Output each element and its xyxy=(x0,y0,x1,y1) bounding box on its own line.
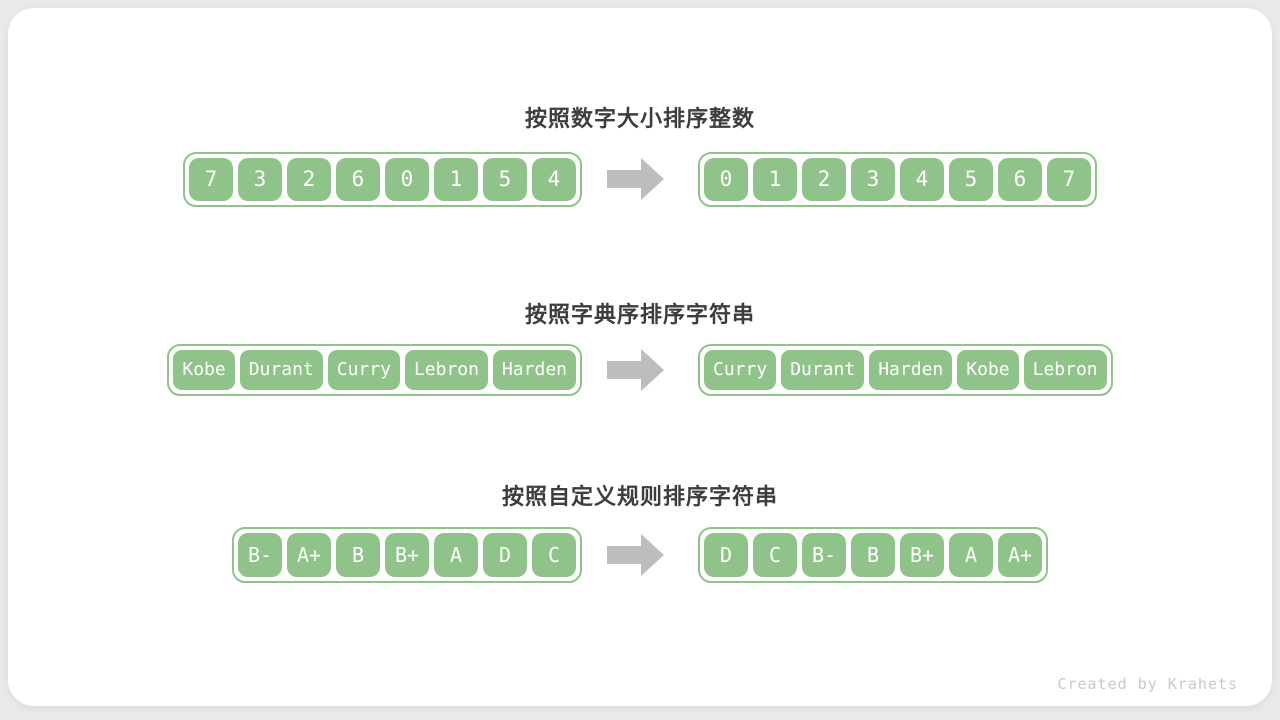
list-item: B xyxy=(851,532,895,577)
unsorted-integer-list: 7 3 2 6 0 1 5 4 xyxy=(183,151,582,207)
list-item: 4 xyxy=(532,157,576,201)
example-row-grades: B- A+ B B+ A D C D C B- B B+ A A+ xyxy=(0,526,1280,583)
list-item: D xyxy=(483,532,527,577)
list-item: Durant xyxy=(781,349,865,390)
sorted-integer-list: 0 1 2 3 4 5 6 7 xyxy=(698,151,1097,207)
section-title-sort-custom-rule: 按照自定义规则排序字符串 xyxy=(501,484,778,509)
list-item: 2 xyxy=(802,157,846,201)
section-title-sort-lexicographic: 按照字典序排序字符串 xyxy=(524,302,755,327)
list-item: B- xyxy=(802,532,846,577)
unsorted-grades-zone: B- A+ B B+ A D C xyxy=(0,526,582,583)
sorted-integers-zone: 0 1 2 3 4 5 6 7 xyxy=(690,151,1280,207)
list-item: 2 xyxy=(287,157,331,201)
list-item: Harden xyxy=(492,349,576,390)
list-item: 3 xyxy=(238,157,282,201)
right-block-arrow-icon xyxy=(607,533,665,577)
list-item: Kobe xyxy=(957,349,1019,390)
example-row-strings: Kobe Durant Curry Lebron Harden Curry Du… xyxy=(0,343,1280,396)
example-row-integers: 7 3 2 6 0 1 5 4 0 1 2 3 4 5 6 7 xyxy=(0,151,1280,207)
list-item: 1 xyxy=(434,157,478,201)
list-item: Kobe xyxy=(173,349,235,390)
list-item: Curry xyxy=(704,349,777,390)
list-item: C xyxy=(753,532,797,577)
list-item: 7 xyxy=(189,157,233,201)
list-item: B xyxy=(336,532,380,577)
list-item: A+ xyxy=(287,532,331,577)
list-item: B+ xyxy=(385,532,429,577)
unsorted-string-list: Kobe Durant Curry Lebron Harden xyxy=(167,343,582,396)
list-item: 6 xyxy=(336,157,380,201)
right-block-arrow-icon xyxy=(607,157,665,201)
list-item: Lebron xyxy=(404,349,488,390)
list-item: 0 xyxy=(704,157,748,201)
list-item: C xyxy=(532,532,576,577)
arrow-zone xyxy=(582,157,690,201)
list-item: 5 xyxy=(949,157,993,201)
unsorted-integers-zone: 7 3 2 6 0 1 5 4 xyxy=(0,151,582,207)
sorted-grade-list: D C B- B B+ A A+ xyxy=(698,526,1048,583)
unsorted-grade-list: B- A+ B B+ A D C xyxy=(232,526,582,583)
list-item: A+ xyxy=(998,532,1042,577)
section-title-sort-integers: 按照数字大小排序整数 xyxy=(524,106,755,131)
sorted-strings-zone: Curry Durant Harden Kobe Lebron xyxy=(690,343,1280,396)
sorted-string-list: Curry Durant Harden Kobe Lebron xyxy=(698,343,1113,396)
right-block-arrow-icon xyxy=(607,348,665,392)
list-item: 0 xyxy=(385,157,429,201)
list-item: 5 xyxy=(483,157,527,201)
list-item: Harden xyxy=(869,349,953,390)
list-item: 4 xyxy=(900,157,944,201)
list-item: Curry xyxy=(327,349,400,390)
sorted-grades-zone: D C B- B B+ A A+ xyxy=(690,526,1280,583)
list-item: 7 xyxy=(1047,157,1091,201)
list-item: D xyxy=(704,532,748,577)
list-item: Durant xyxy=(239,349,323,390)
unsorted-strings-zone: Kobe Durant Curry Lebron Harden xyxy=(0,343,582,396)
list-item: A xyxy=(434,532,478,577)
arrow-zone xyxy=(582,348,690,392)
list-item: 1 xyxy=(753,157,797,201)
watermark: Created by Krahets xyxy=(1057,675,1238,693)
list-item: Lebron xyxy=(1023,349,1107,390)
list-item: 3 xyxy=(851,157,895,201)
list-item: A xyxy=(949,532,993,577)
list-item: B- xyxy=(238,532,282,577)
list-item: B+ xyxy=(900,532,944,577)
arrow-zone xyxy=(582,533,690,577)
list-item: 6 xyxy=(998,157,1042,201)
